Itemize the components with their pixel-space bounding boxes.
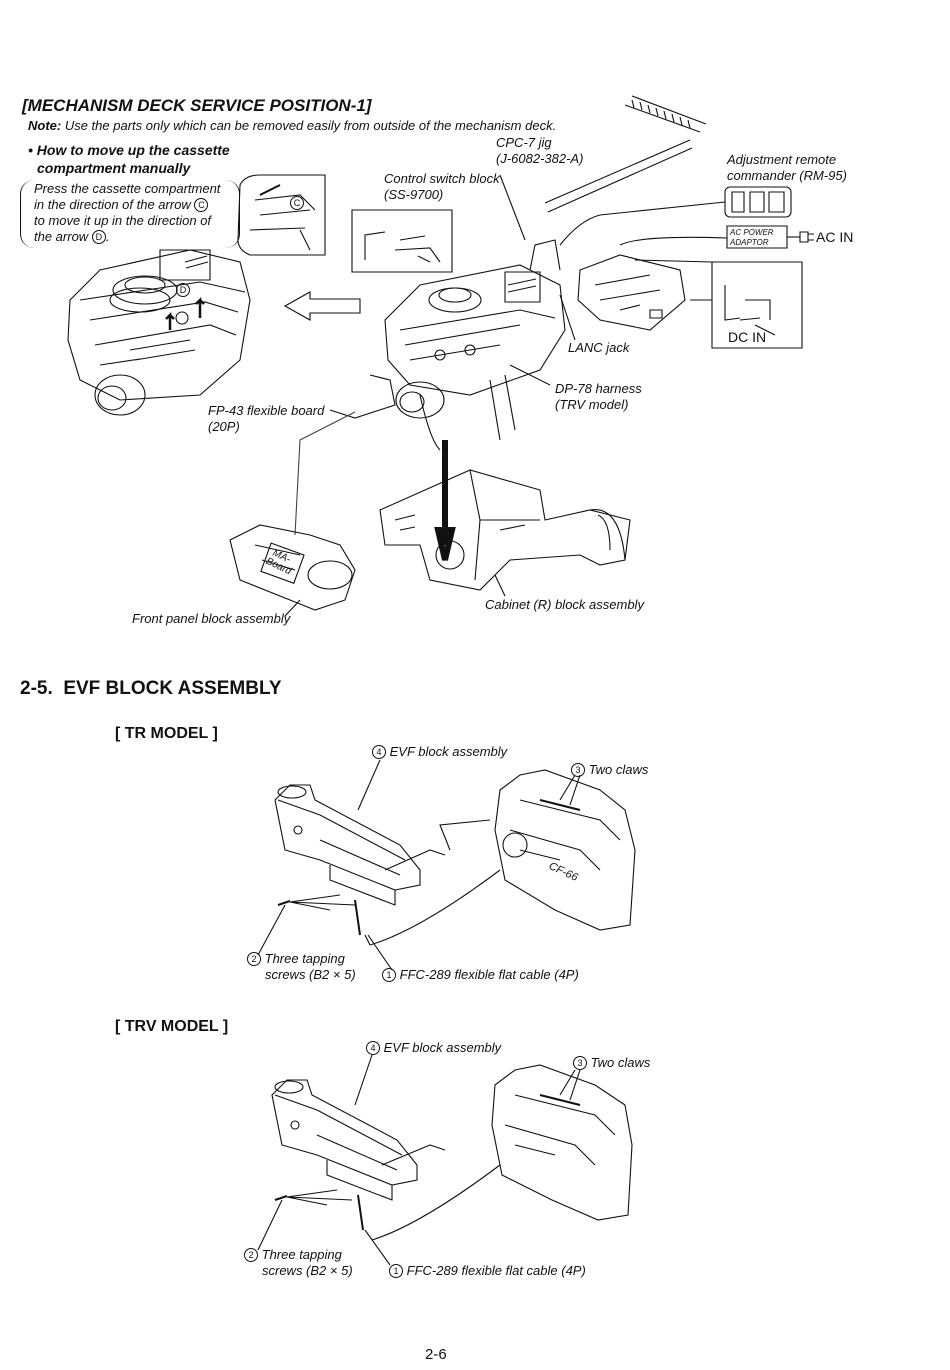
- cpc7-label-1: CPC-7 jig: [496, 135, 552, 150]
- howto-bracket-right: [225, 180, 240, 248]
- trv-ffc-label: 1 FFC-289 flexible flat cable (4P): [389, 1263, 586, 1279]
- trv-ffc-leader: [365, 1230, 390, 1265]
- howto-bracket: [20, 180, 35, 248]
- section-heading: 2-5. EVF BLOCK ASSEMBLY: [20, 678, 282, 700]
- control-switch-label-2: (SS-9700): [384, 187, 444, 202]
- fp43-label-2: (20P): [208, 419, 240, 434]
- dc-in-label: DC IN: [728, 329, 767, 345]
- tr-ffc-leader: [368, 935, 392, 970]
- tr-claws-label: 3 Two claws: [571, 762, 648, 778]
- cabinet-r-label: Cabinet (R) block assembly: [485, 597, 644, 612]
- fp43-label-1: FP-43 flexible board: [208, 403, 325, 418]
- note-text: Use the parts only which can be removed …: [61, 118, 557, 133]
- front-panel-label: Front panel block assembly: [132, 611, 291, 626]
- center-mechanism-drawing: [385, 240, 565, 418]
- trv-screws-label-2: screws (B2 × 5): [262, 1263, 353, 1278]
- cpc7-label-2: (J-6082-382-A): [496, 151, 584, 166]
- trv-evf-drawing: [272, 1055, 445, 1230]
- arrow-d-marker: D: [91, 230, 106, 244]
- tr-ffc-label: 1 FFC-289 flexible flat cable (4P): [382, 967, 579, 983]
- cabinet-r-drawing: [380, 470, 630, 590]
- howto-title-1: • How to move up the cassette: [28, 142, 230, 158]
- trv-evf-label: 4 EVF block assembly: [366, 1040, 501, 1056]
- inset-c-drawing: [238, 175, 325, 255]
- ac-power-label-1: AC POWER: [730, 228, 774, 237]
- tr-evf-label: 4 EVF block assembly: [372, 744, 507, 760]
- left-mechanism-drawing: [68, 250, 250, 415]
- trv-claws-label: 3 Two claws: [573, 1055, 650, 1071]
- tr-screws-label: 2 Three tapping: [247, 951, 345, 967]
- lanc-label: LANC jack: [568, 340, 630, 355]
- dp78-label-1: DP-78 harness: [555, 381, 642, 396]
- hollow-arrow-left: [285, 292, 360, 320]
- howto-body-3: to move it up in the direction of: [34, 213, 212, 228]
- trv-model-heading: [ TRV MODEL ]: [115, 1018, 229, 1035]
- section-title: EVF BLOCK ASSEMBLY: [63, 678, 282, 699]
- remote-label-2: commander (RM-95): [727, 168, 847, 183]
- tr-screws-label-2: screws (B2 × 5): [265, 967, 356, 982]
- section-number: 2-5.: [20, 678, 53, 699]
- trv-cabinet-drawing: [372, 1065, 632, 1240]
- page-number: 2-6: [425, 1346, 447, 1363]
- front-panel-drawing: [230, 525, 355, 610]
- control-switch-inset: [352, 210, 452, 272]
- service-position-title: [MECHANISM DECK SERVICE POSITION-1]: [22, 96, 372, 115]
- tr-cabinet-drawing: [370, 770, 635, 945]
- howto-body-4: the arrow D.: [34, 229, 110, 244]
- note-label: Note:: [28, 118, 62, 133]
- howto-body-1: Press the cassette compartment: [34, 181, 221, 196]
- dp78-label-2: (TRV model): [555, 397, 629, 412]
- ac-power-label-2: ADAPTOR: [730, 238, 769, 247]
- figure-d-marker: D: [176, 283, 190, 297]
- tr-model-heading: [ TR MODEL ]: [115, 725, 218, 742]
- arrow-c-marker: C: [194, 198, 209, 212]
- trv-screws-label: 2 Three tapping: [244, 1247, 342, 1263]
- control-switch-label-1: Control switch block: [384, 171, 500, 186]
- howto-body-2: in the direction of the arrow C: [34, 197, 209, 213]
- tr-screw-leader: [258, 905, 285, 955]
- note-line: Note: Use the parts only which can be re…: [28, 118, 556, 134]
- lanc-block-drawing: [578, 255, 685, 330]
- howto-title-2: compartment manually: [37, 160, 191, 176]
- remote-label-1: Adjustment remote: [727, 152, 837, 167]
- inset-c-marker: C: [290, 196, 304, 210]
- trv-screw-leader: [258, 1200, 282, 1250]
- dc-in-inset: [712, 262, 802, 348]
- ac-in-label: AC IN: [816, 229, 854, 245]
- tr-evf-drawing: [275, 760, 445, 945]
